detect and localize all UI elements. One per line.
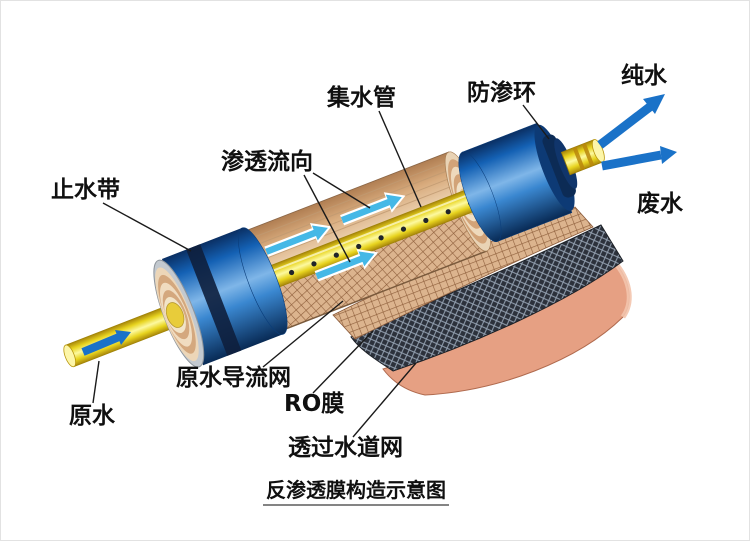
leader-water-stop-band [102, 202, 192, 252]
permeate-channel-net-sheet [350, 224, 624, 372]
leader-raw-water [92, 360, 100, 404]
label-permeate-flow: 渗透流向 [221, 148, 313, 175]
label-raw-water-guide-net: 原水导流网 [176, 364, 291, 391]
body-bottom-edge [281, 250, 488, 332]
feed-spacer-on-body [266, 210, 487, 331]
left-end-face-rings [153, 259, 205, 368]
membrane-sheet-curl-highlight [614, 263, 632, 319]
leader-anti-seepage-ring [522, 104, 550, 140]
anti-seepage-ring [542, 134, 576, 198]
leader-collection-pipe [378, 110, 422, 208]
right-casing [458, 122, 578, 243]
label-permeate-channel-net: 透过水道网 [288, 434, 403, 461]
label-waste-water: 废水 [637, 190, 684, 217]
diagram-title: 反渗透膜构造示意图 [263, 478, 449, 506]
peeled-sheet-stack [332, 206, 632, 396]
permeate-arrow [264, 223, 332, 257]
leader-permeate-flow-1 [312, 172, 371, 209]
label-anti-seepage-ring: 防渗环 [467, 79, 536, 106]
label-ro-membrane: RO膜 [284, 391, 344, 417]
label-collection-pipe: 集水管 [326, 84, 396, 111]
leader-lines [92, 104, 550, 438]
leader-permeate-flow-2 [303, 174, 351, 263]
pure-water-arrow [597, 94, 665, 149]
label-water-stop-band: 止水带 [51, 177, 120, 203]
label-pure-water: 纯水 [621, 62, 668, 89]
title-text: 反渗透膜构造示意图 [266, 478, 446, 502]
membrane-cylinder [63, 122, 605, 368]
waste-water-arrow [601, 146, 677, 171]
leader-permeate-channel-net [352, 362, 417, 438]
tube-tip [560, 139, 605, 176]
permeate-arrow [314, 248, 379, 282]
permeate-arrow [340, 192, 406, 226]
water-stop-band-ring [186, 244, 242, 356]
label-raw-water: 原水 [69, 403, 116, 429]
labels: 止水带 渗透流向 集水管 防渗环 纯水 废水 原水 原水导流网 RO膜 透过水道… [51, 62, 684, 461]
leader-ro-membrane [312, 330, 374, 394]
permeate-flow-arrows [264, 192, 406, 282]
raw-water-inflow-arrow [81, 330, 131, 356]
leader-raw-water-guide-net [262, 300, 344, 368]
